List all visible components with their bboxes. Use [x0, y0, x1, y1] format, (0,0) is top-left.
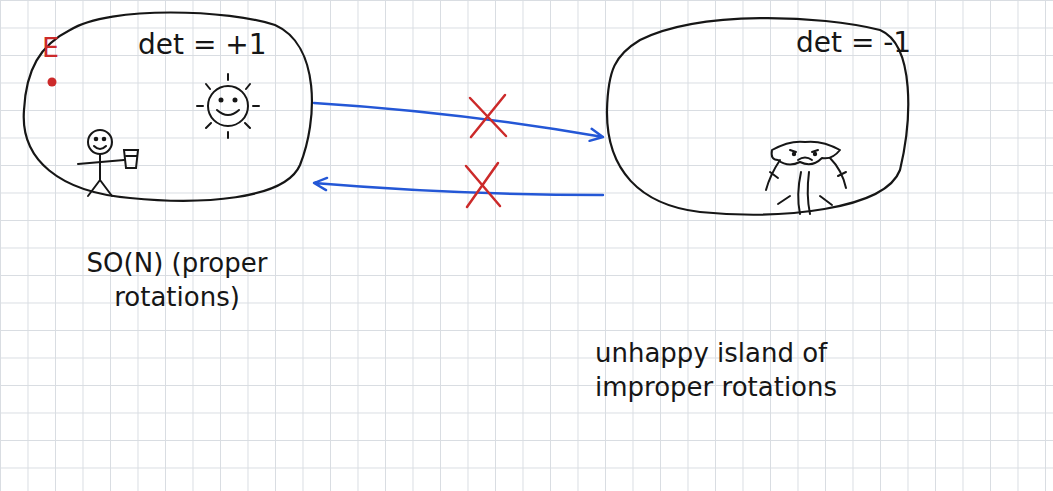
island-region: det = -1unhappy island of improper rotat…	[603, 12, 913, 222]
mapping-arrow	[314, 178, 603, 195]
island-region: det = +1SO(N) (proper rotations)	[22, 5, 314, 205]
sun-drawing	[197, 74, 259, 138]
identity-dot	[48, 78, 57, 87]
mapping-arrow	[314, 103, 603, 141]
identity-label: E	[42, 30, 59, 65]
island-caption: unhappy island of improper rotations	[595, 337, 935, 405]
determinant-label: det = +1	[138, 27, 267, 63]
happy-person	[78, 130, 138, 196]
sad-palm-tree	[766, 142, 846, 214]
forbidden-cross	[466, 95, 506, 207]
group-name: SO(N) (proper rotations)	[22, 247, 332, 315]
determinant-label: det = -1	[796, 25, 911, 61]
